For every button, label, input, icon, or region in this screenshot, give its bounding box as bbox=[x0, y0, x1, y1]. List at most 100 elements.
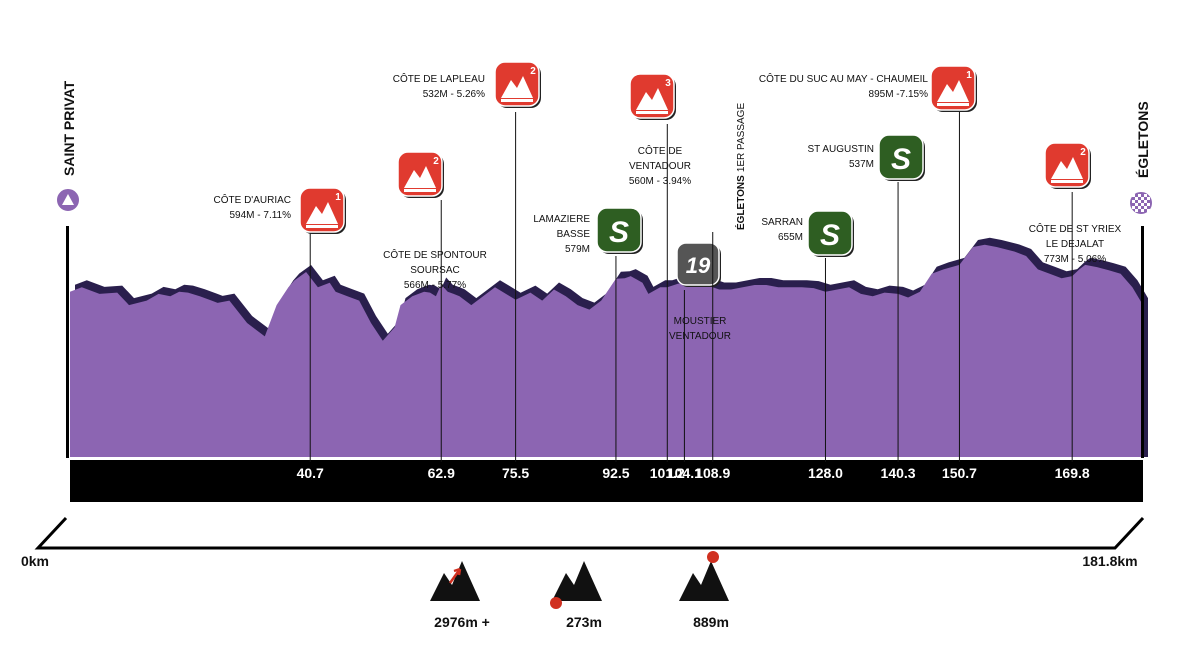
max-dot bbox=[707, 551, 719, 563]
climb-category: 1 bbox=[335, 192, 341, 203]
marker-label-line: SOURSAC bbox=[410, 265, 459, 276]
checker-cell bbox=[1144, 206, 1147, 209]
sprint-icon: S bbox=[807, 210, 854, 257]
marker-label-line: SARRAN bbox=[761, 217, 803, 228]
mountain-icon bbox=[937, 80, 969, 102]
max-altitude-icon: 889m bbox=[679, 551, 729, 630]
mountain-silhouette bbox=[679, 561, 729, 601]
marker-label-line: VENTADOUR bbox=[669, 331, 731, 342]
mountain-icon bbox=[404, 166, 436, 188]
marker-label-line: CÔTE DU SUC AU MAY - CHAUMEIL bbox=[759, 72, 929, 85]
km-label: 104.1 bbox=[667, 465, 702, 481]
climb-category: 3 bbox=[665, 78, 671, 89]
climb-icon: 2 bbox=[494, 61, 541, 108]
summary-label: 889m bbox=[693, 614, 729, 630]
checker-cell bbox=[1138, 194, 1141, 197]
marker-label-line: 532M - 5.26% bbox=[423, 89, 485, 100]
km-bar bbox=[70, 460, 1143, 502]
start-icon bbox=[55, 187, 81, 213]
climb-underline bbox=[937, 103, 969, 106]
mountain-icon bbox=[636, 88, 668, 110]
checker-cell bbox=[1132, 194, 1135, 197]
passage-note: 1ER PASSAGE bbox=[736, 103, 747, 173]
marker-label-line: VENTADOUR bbox=[629, 161, 691, 172]
marker-label-line: ST AUGUSTIN bbox=[808, 144, 875, 155]
marker-label-line: 594M - 7.11% bbox=[229, 210, 291, 221]
profile-area bbox=[70, 244, 1143, 457]
marker-label-line: LAMAZIERE bbox=[533, 214, 590, 225]
sprint-icon: S bbox=[878, 134, 925, 181]
mountain-icon bbox=[306, 202, 338, 224]
marker-label-line: 655M bbox=[778, 232, 803, 243]
checker-cell bbox=[1147, 209, 1150, 212]
marker-label-line: LE DEJALAT bbox=[1046, 239, 1104, 250]
marker-label-line: CÔTE DE bbox=[638, 144, 683, 157]
climb-category: 2 bbox=[530, 66, 536, 77]
marker-label-line: 566M - 5.77% bbox=[404, 280, 466, 291]
sprint-letter: S bbox=[609, 216, 629, 249]
climb-underline bbox=[501, 99, 533, 102]
km-label: 140.3 bbox=[881, 465, 916, 481]
checker-cell bbox=[1147, 203, 1150, 206]
finish-flag-icon bbox=[1128, 190, 1154, 216]
checker-cell bbox=[1144, 200, 1147, 203]
km-label: 150.7 bbox=[942, 465, 977, 481]
climb-underline bbox=[306, 225, 338, 228]
checker-cell bbox=[1132, 206, 1135, 209]
mountain-silhouette bbox=[430, 561, 480, 601]
climb-icon: 2 bbox=[397, 151, 444, 198]
sprint-badge bbox=[596, 207, 642, 253]
bonus-number: 19 bbox=[686, 253, 711, 278]
start-km: 0km bbox=[21, 553, 49, 569]
elevation-gain-icon: 2976m + bbox=[430, 561, 490, 630]
finish-name: ÉGLETONS bbox=[1135, 101, 1151, 178]
finish-post bbox=[1141, 226, 1144, 458]
km-label: 62.9 bbox=[428, 465, 455, 481]
checker-cell bbox=[1144, 194, 1147, 197]
mountain-icon bbox=[501, 76, 533, 98]
climb-category: 1 bbox=[966, 70, 972, 81]
gain-arrow bbox=[448, 567, 462, 584]
checker-cell bbox=[1141, 197, 1144, 200]
marker-label-line: CÔTE DE SPONTOUR bbox=[383, 248, 487, 261]
sprint-badge bbox=[807, 210, 853, 256]
mountain-silhouette bbox=[552, 561, 602, 601]
checker-cell bbox=[1135, 197, 1138, 200]
marker-label-line: 773M - 5.06% bbox=[1044, 254, 1106, 265]
marker-label-line: MOUSTIER bbox=[674, 316, 727, 327]
sprint-badge bbox=[878, 134, 924, 180]
climb-icon: 2 bbox=[1044, 142, 1091, 189]
mountain-icon bbox=[1051, 157, 1083, 179]
climb-underline bbox=[404, 189, 436, 192]
sprint-letter: S bbox=[891, 143, 911, 176]
marker-label-line: 560M - 3.94% bbox=[629, 176, 691, 187]
passage-label: ÉGLETONS1ER PASSAGE bbox=[734, 103, 747, 230]
checker-cell bbox=[1141, 209, 1144, 212]
bonus-badge bbox=[676, 242, 720, 286]
start-post bbox=[66, 226, 69, 458]
climb-underline bbox=[636, 111, 668, 114]
checker-cell bbox=[1138, 206, 1141, 209]
km-label: 92.5 bbox=[602, 465, 629, 481]
start-triangle bbox=[62, 194, 74, 205]
marker-label-line: CÔTE DE LAPLEAU bbox=[393, 72, 485, 85]
climb-category: 2 bbox=[1080, 147, 1086, 158]
km-label: 101.2 bbox=[650, 465, 685, 481]
distance-line bbox=[34, 516, 1145, 550]
km-label: 169.8 bbox=[1055, 465, 1090, 481]
checker-cell bbox=[1132, 200, 1135, 203]
climb-icon: 1 bbox=[930, 65, 977, 112]
checker-cell bbox=[1141, 203, 1144, 206]
sprint-icon: S bbox=[596, 207, 643, 254]
summary-label: 2976m + bbox=[434, 614, 490, 630]
climb-category: 2 bbox=[433, 156, 439, 167]
km-label: 108.9 bbox=[695, 465, 730, 481]
bonus-icon: 19 bbox=[676, 242, 721, 287]
marker-label-line: 537M bbox=[849, 159, 874, 170]
start-name: SAINT PRIVAT bbox=[61, 80, 77, 176]
finish-km: 181.8km bbox=[1082, 553, 1137, 569]
marker-label-line: CÔTE DE ST YRIEX bbox=[1029, 222, 1122, 235]
summary-label: 273m bbox=[566, 614, 602, 630]
min-dot bbox=[550, 597, 562, 609]
